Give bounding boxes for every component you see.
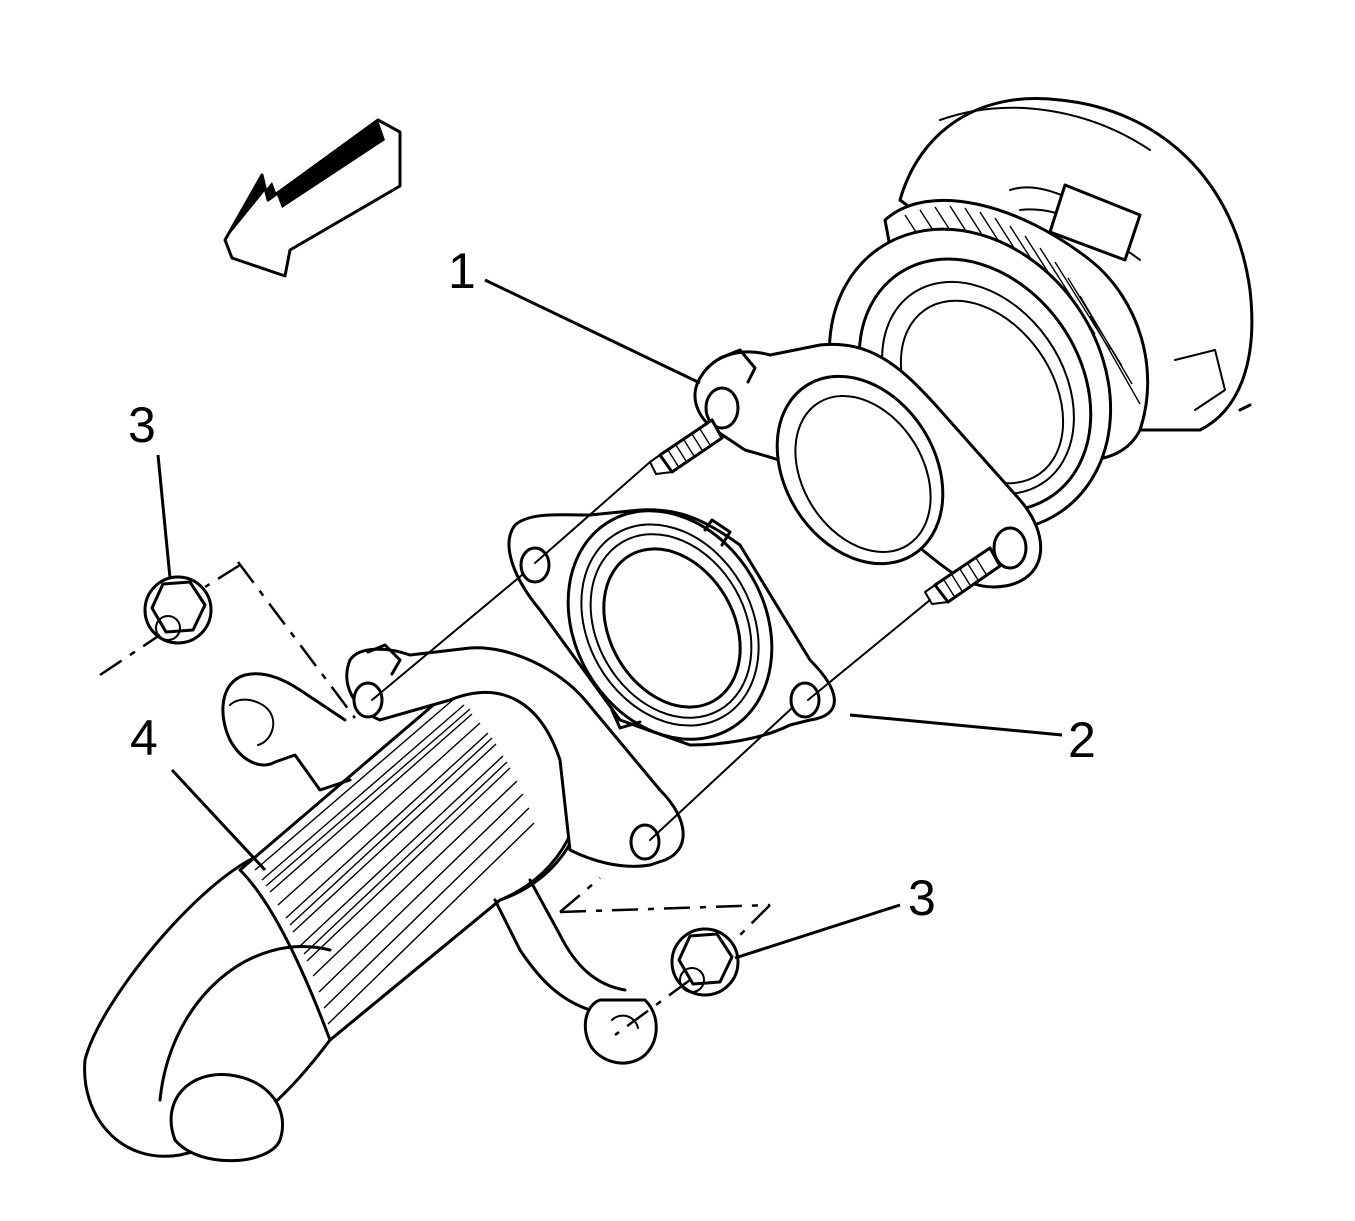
callout-leaders bbox=[156, 278, 1063, 960]
front-direction-arrow-icon bbox=[223, 118, 402, 278]
flange-gasket bbox=[507, 508, 836, 747]
flange-bolt-lower bbox=[924, 546, 1002, 605]
front-exhaust-pipe bbox=[83, 643, 685, 1163]
flange-bolt-upper bbox=[649, 418, 724, 475]
callout-gasket: 2 bbox=[1068, 712, 1096, 768]
flange-nut-lower bbox=[670, 927, 740, 997]
callout-nut-lower: 3 bbox=[908, 870, 936, 926]
callout-exhaust-pipe: 4 bbox=[130, 710, 158, 766]
rear-flange bbox=[693, 342, 1043, 589]
callout-bolt: 1 bbox=[448, 243, 476, 299]
alignment-lines bbox=[99, 461, 931, 1037]
flange-nut-upper bbox=[143, 575, 213, 645]
callout-nut-upper: 3 bbox=[128, 397, 156, 453]
heat-shield-ribs bbox=[254, 697, 535, 1025]
